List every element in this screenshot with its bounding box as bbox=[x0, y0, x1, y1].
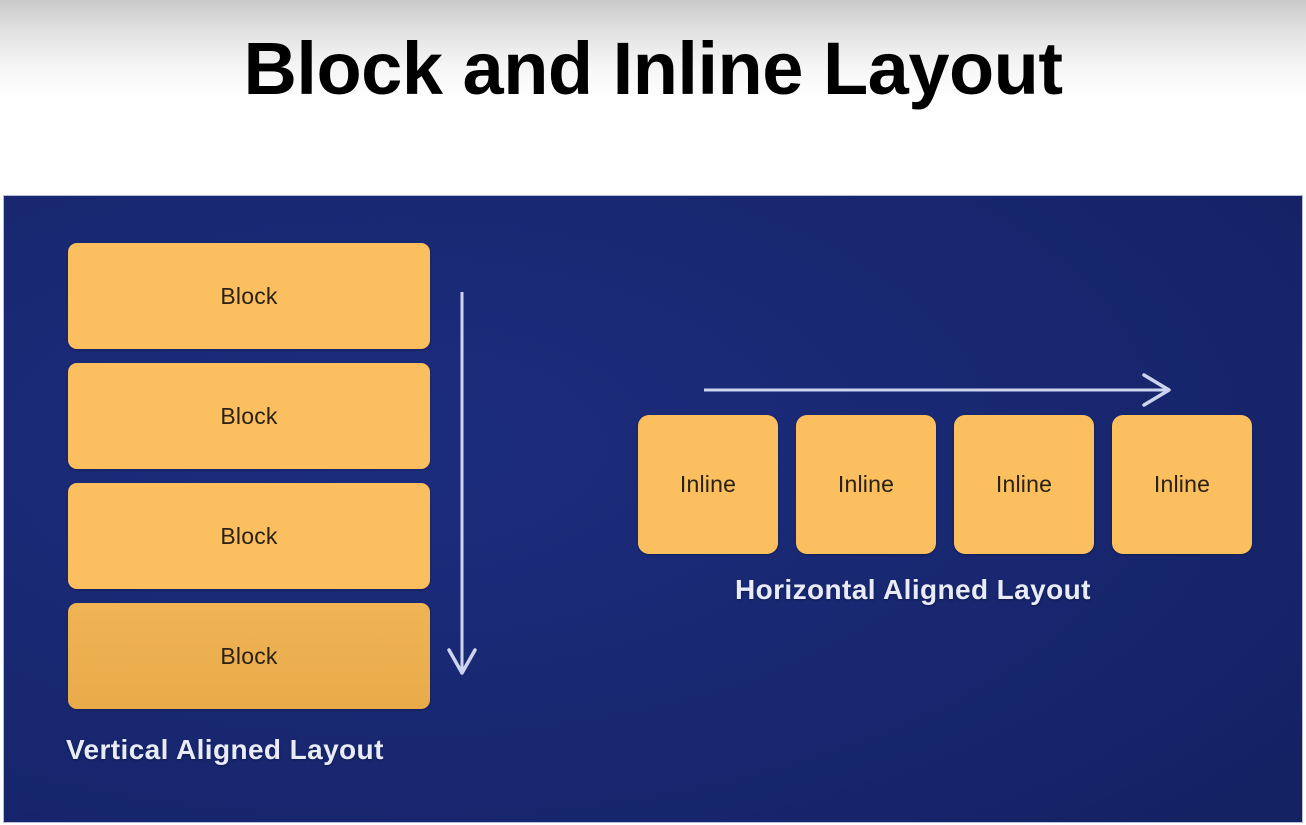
block-box[interactable]: Block bbox=[68, 603, 430, 709]
inline-label: Inline bbox=[995, 471, 1053, 497]
content-panel: Block Block Block Block bbox=[3, 195, 1303, 823]
vertical-block-stack: Block Block Block Block bbox=[68, 243, 430, 723]
inline-box[interactable]: Inline bbox=[954, 415, 1094, 554]
block-box[interactable]: Block bbox=[68, 483, 430, 589]
block-label: Block bbox=[220, 522, 278, 549]
block-box[interactable]: Block bbox=[68, 363, 430, 469]
down-arrow-icon bbox=[444, 292, 480, 680]
panel-background: Block Block Block Block bbox=[4, 196, 1302, 822]
title-band: Block and Inline Layout bbox=[0, 0, 1306, 192]
inline-box[interactable]: Inline bbox=[1112, 415, 1252, 554]
inline-box[interactable]: Inline bbox=[638, 415, 778, 554]
right-arrow-icon bbox=[704, 372, 1176, 408]
block-label: Block bbox=[220, 402, 278, 429]
block-label: Block bbox=[220, 642, 278, 669]
block-label: Block bbox=[220, 282, 278, 309]
block-box[interactable]: Block bbox=[68, 243, 430, 349]
inline-label: Inline bbox=[837, 471, 895, 497]
horizontal-layout-caption: Horizontal Aligned Layout bbox=[735, 574, 1091, 605]
vertical-layout-caption: Vertical Aligned Layout bbox=[66, 734, 384, 765]
inline-label: Inline bbox=[1153, 471, 1211, 497]
inline-label: Inline bbox=[679, 471, 737, 497]
inline-box[interactable]: Inline bbox=[796, 415, 936, 554]
page-title: Block and Inline Layout bbox=[243, 27, 1063, 110]
inline-box-row: Inline Inline Inline Inline bbox=[638, 415, 1252, 554]
